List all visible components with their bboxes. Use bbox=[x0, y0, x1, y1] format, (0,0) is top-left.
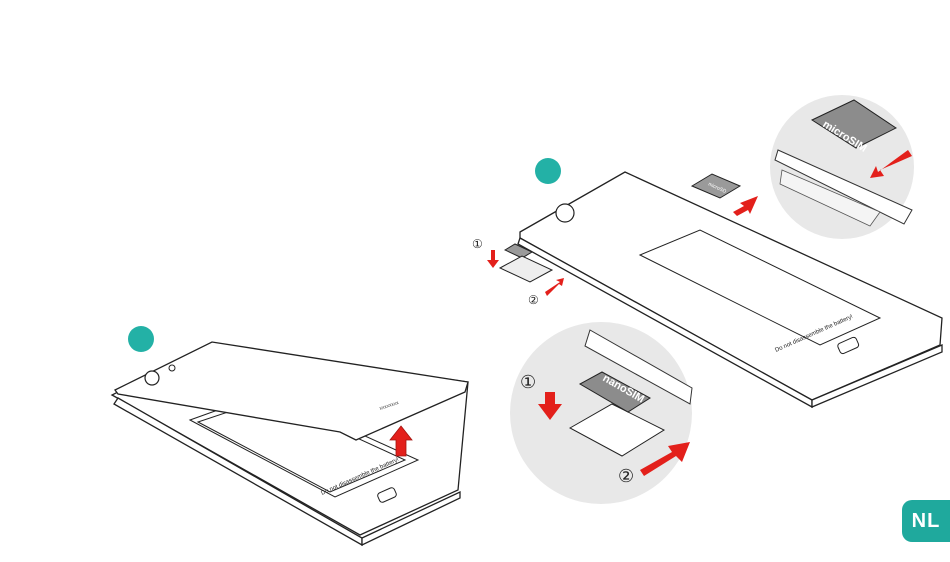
step-two-small: ② bbox=[528, 293, 539, 307]
step-two-arrow-small-icon bbox=[545, 278, 564, 296]
step-one-large: ① bbox=[520, 372, 536, 392]
zoom-circle-nanosim: nanoSIM ① ② bbox=[510, 322, 692, 504]
step-one-small: ① bbox=[472, 237, 483, 251]
step-one-arrow-small-icon bbox=[487, 250, 499, 268]
zoom-circle-microsim: microSIM bbox=[770, 95, 914, 239]
small-card-arrow-icon bbox=[733, 196, 758, 216]
step-two-large: ② bbox=[618, 466, 634, 486]
language-badge: NL bbox=[902, 500, 950, 542]
camera-lens-right bbox=[556, 204, 574, 222]
sim-tray-small bbox=[500, 256, 552, 282]
